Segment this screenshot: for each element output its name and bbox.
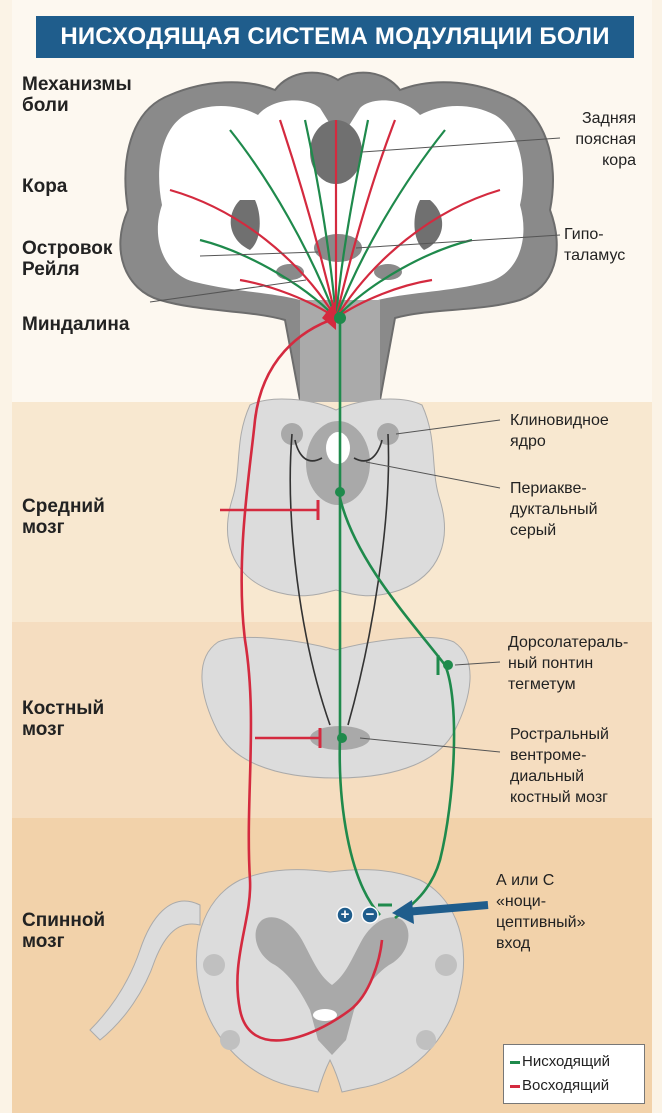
node-pag — [335, 487, 345, 497]
label-posterior-cingulate: Задняя поясная кора — [530, 108, 636, 171]
label-amygdala: Миндалина — [22, 314, 129, 335]
page-title: НИСХОДЯЩАЯ СИСТЕМА МОДУЛЯЦИИ БОЛИ — [36, 16, 634, 58]
minus-icon: − — [364, 905, 376, 925]
legend: Нисходящий Восходящий — [503, 1044, 645, 1104]
label-insula: Островок Рейля — [22, 238, 112, 280]
node-brainstem — [334, 312, 346, 324]
medulla-section — [202, 637, 470, 778]
label-dlpt: Дорсолатераль- ный понтин тегметум — [508, 632, 628, 695]
spinal-node-right — [435, 954, 457, 976]
legend-label-descending: Нисходящий — [522, 1053, 610, 1070]
spinal-node-left — [203, 954, 225, 976]
label-pag: Периакве- дуктальный серый — [510, 478, 598, 541]
label-medulla: Костный мозг — [22, 698, 104, 740]
label-cortex: Кора — [22, 176, 67, 197]
label-input: А или С «ноци- цептивный» вход — [496, 870, 585, 954]
aqueduct — [326, 432, 350, 464]
label-mechanisms: Механизмы боли — [22, 74, 172, 116]
central-canal — [313, 1009, 337, 1021]
dorsal-root — [90, 901, 200, 1040]
spinal-node-bl — [220, 1030, 240, 1050]
node-rvm — [337, 733, 347, 743]
label-midbrain: Средний мозг — [22, 496, 105, 538]
legend-swatch-ascending — [510, 1085, 520, 1088]
label-spinal: Спинной мозг — [22, 910, 105, 952]
legend-row-ascending: Восходящий — [510, 1077, 609, 1095]
legend-row-descending: Нисходящий — [510, 1053, 610, 1071]
label-hypothalamus: Гипо- таламус — [564, 224, 625, 266]
plus-icon: + — [339, 905, 351, 925]
label-cuneiform: Клиновидное ядро — [510, 410, 609, 452]
node-dlpt — [443, 660, 453, 670]
legend-swatch-descending — [510, 1061, 520, 1064]
spinal-node-br — [416, 1030, 436, 1050]
legend-label-ascending: Восходящий — [522, 1077, 609, 1094]
label-rvm: Ростральный вентроме- диальный костный м… — [510, 724, 609, 808]
